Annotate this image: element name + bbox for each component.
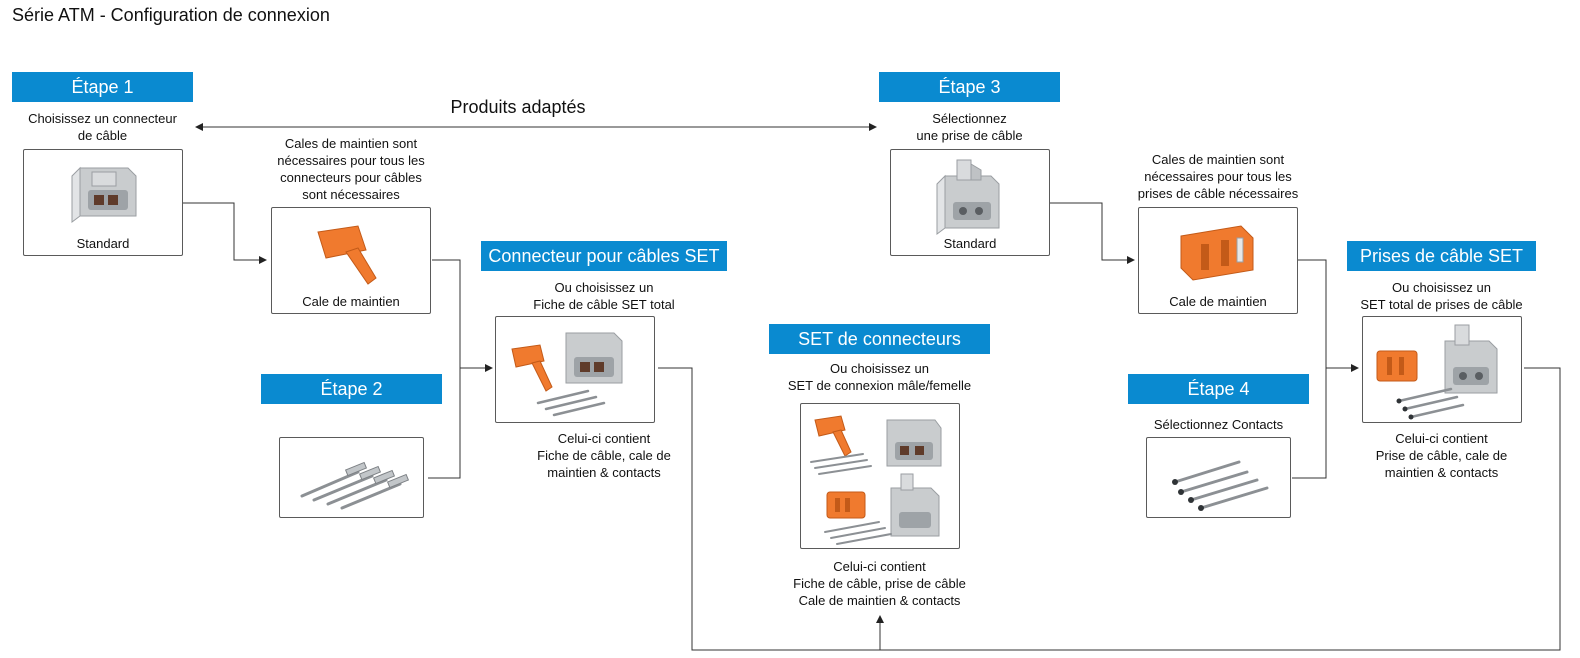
wedge-to-recset-line [1292,259,1327,479]
receptacle-standard-label: Standard [943,236,997,251]
wedge-receptacle-label: Cale de maintien [1169,294,1267,309]
step-4-caption: Sélectionnez Contacts [1153,417,1284,432]
receptacle-set-header: Prises de câble SET [1347,241,1536,271]
plug-to-wedge-line [183,202,267,264]
plug-set-image [511,332,623,417]
step-3-header: Étape 3 [879,72,1060,102]
receptacle-set-image [1376,324,1498,420]
plug-standard-label: Standard [76,236,130,251]
page-title: Série ATM - Configuration de connexion [12,5,330,25]
receptacle-image [936,159,1000,235]
plug-set-header: Connecteur pour câbles SET [481,241,727,271]
wedge-to-plugset-line [428,259,461,479]
plug-standard-box[interactable]: Standard [23,149,183,256]
contacts-plug-image [300,461,410,510]
step-4-header: Étape 4 [1128,374,1309,404]
connector-set-image [810,415,942,545]
receptacle-to-wedge-line [1050,202,1135,264]
contacts-receptacle-image [1172,460,1269,511]
wedge-plug-image [317,225,377,285]
contacts-receptacle-box[interactable] [1146,437,1291,518]
plug-set-box[interactable] [495,316,655,423]
wedge-plug-label: Cale de maintien [302,294,400,309]
plugset-bottom-line [658,367,1561,651]
receptacle-standard-box[interactable]: Standard [890,149,1050,256]
wedge-plug-box[interactable]: Cale de maintien [271,207,431,314]
connector-set-box[interactable] [800,403,960,549]
connector-set-header: SET de connecteurs [769,324,990,354]
contacts-plug-box[interactable] [279,437,424,518]
wedge-receptacle-image [1180,225,1254,281]
plug-image [71,166,137,223]
step-1-header: Étape 1 [12,72,193,102]
receptacle-set-box[interactable] [1362,316,1522,423]
suitable-products-label: Produits adaptés [450,97,586,117]
step-2-header: Étape 2 [261,374,442,404]
wedge-receptacle-box[interactable]: Cale de maintien [1138,207,1298,314]
